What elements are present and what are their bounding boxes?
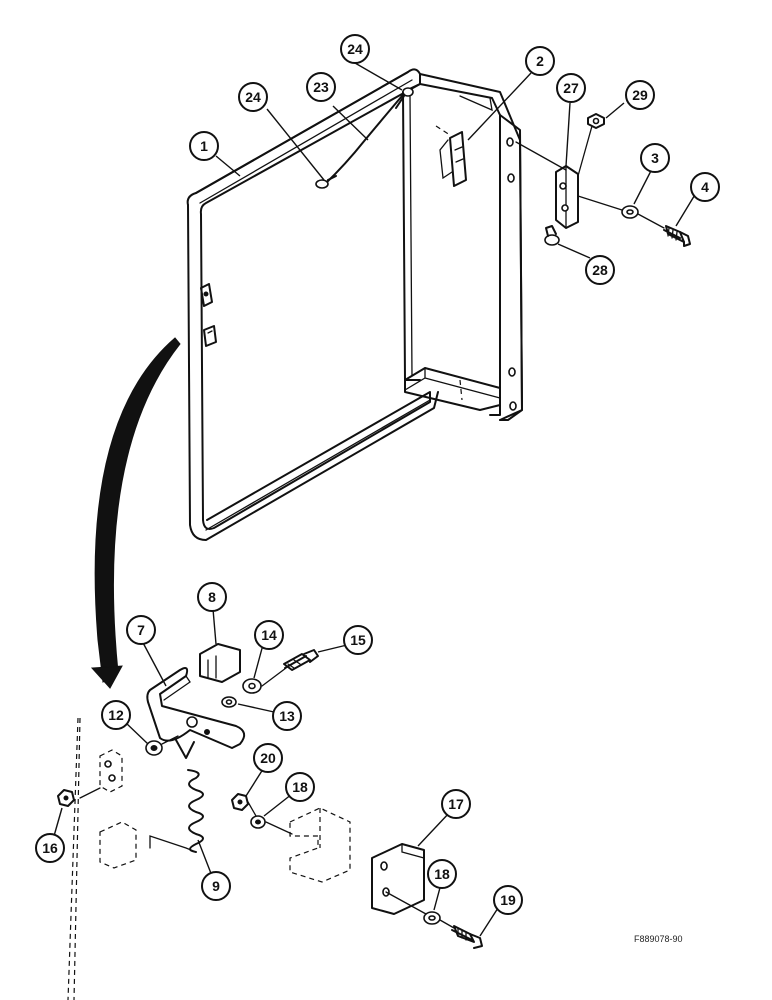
bolt-part-15 — [283, 649, 319, 671]
callout-9: 9 — [201, 871, 231, 901]
callout-label: 17 — [448, 796, 464, 812]
hinge-part-2 — [435, 125, 467, 187]
latch-lever-part-7 — [146, 667, 246, 759]
callout-label: 4 — [701, 179, 709, 195]
bolt-part-4 — [663, 225, 691, 247]
callout-label: 24 — [347, 41, 363, 57]
spacer-part-12 — [145, 740, 163, 756]
callout-label: 24 — [245, 89, 261, 105]
callout-29: 29 — [625, 80, 655, 110]
callout-24-left: 24 — [238, 82, 268, 112]
callout-label: 18 — [292, 779, 308, 795]
callout-3: 3 — [640, 143, 670, 173]
callout-label: 3 — [651, 150, 659, 166]
bracket-part-27 — [555, 165, 579, 229]
nut-part-20 — [231, 793, 249, 811]
nut-part-29 — [587, 113, 605, 129]
callout-18-lower: 18 — [427, 859, 457, 889]
pad-part-8 — [199, 643, 241, 683]
callout-19: 19 — [493, 885, 523, 915]
callout-4: 4 — [690, 172, 720, 202]
callout-27: 27 — [556, 73, 586, 103]
callout-17: 17 — [441, 789, 471, 819]
washer-part-14 — [242, 678, 262, 694]
spring-part-9 — [149, 769, 204, 853]
nut-part-16 — [57, 789, 75, 807]
callout-2: 2 — [525, 46, 555, 76]
washer-part-3 — [621, 205, 639, 219]
callout-12: 12 — [101, 700, 131, 730]
callout-label: 23 — [313, 79, 329, 95]
callout-14: 14 — [254, 620, 284, 650]
callout-28: 28 — [585, 255, 615, 285]
callout-label: 14 — [261, 627, 277, 643]
callout-label: 19 — [500, 892, 516, 908]
detail-curved-arrow — [90, 337, 181, 689]
door-panel — [186, 68, 523, 541]
callout-label: 18 — [434, 866, 450, 882]
callout-16: 16 — [35, 833, 65, 863]
callout-label: 13 — [279, 708, 295, 724]
callout-label: 20 — [260, 750, 276, 766]
callout-7: 7 — [126, 615, 156, 645]
callout-1: 1 — [189, 131, 219, 161]
callout-label: 2 — [536, 53, 544, 69]
callout-13: 13 — [272, 701, 302, 731]
callout-label: 15 — [350, 632, 366, 648]
figure-id: F889078-90 — [634, 934, 683, 944]
callout-24-top: 24 — [340, 34, 370, 64]
callout-8: 8 — [197, 582, 227, 612]
callout-23: 23 — [306, 72, 336, 102]
callout-label: 29 — [632, 87, 648, 103]
callout-label: 12 — [108, 707, 124, 723]
bolt-part-19 — [451, 925, 483, 949]
lanyard-cable — [315, 87, 414, 189]
callout-label: 16 — [42, 840, 58, 856]
callout-label: 1 — [200, 138, 208, 154]
callout-label: 9 — [212, 878, 220, 894]
callout-20: 20 — [253, 743, 283, 773]
callout-15: 15 — [343, 625, 373, 655]
leader-lines — [53, 62, 697, 937]
callout-label: 7 — [137, 622, 145, 638]
washer-part-13 — [221, 696, 237, 708]
bolt-part-28 — [544, 225, 560, 246]
callout-18-upper: 18 — [285, 772, 315, 802]
plate-part-17 — [371, 843, 425, 915]
door-edge-line — [67, 717, 79, 1000]
callout-label: 28 — [592, 262, 608, 278]
washer-part-18-lower — [423, 911, 441, 925]
callout-label: 27 — [563, 80, 579, 96]
callout-label: 8 — [208, 589, 216, 605]
washer-part-18-upper — [250, 815, 266, 829]
